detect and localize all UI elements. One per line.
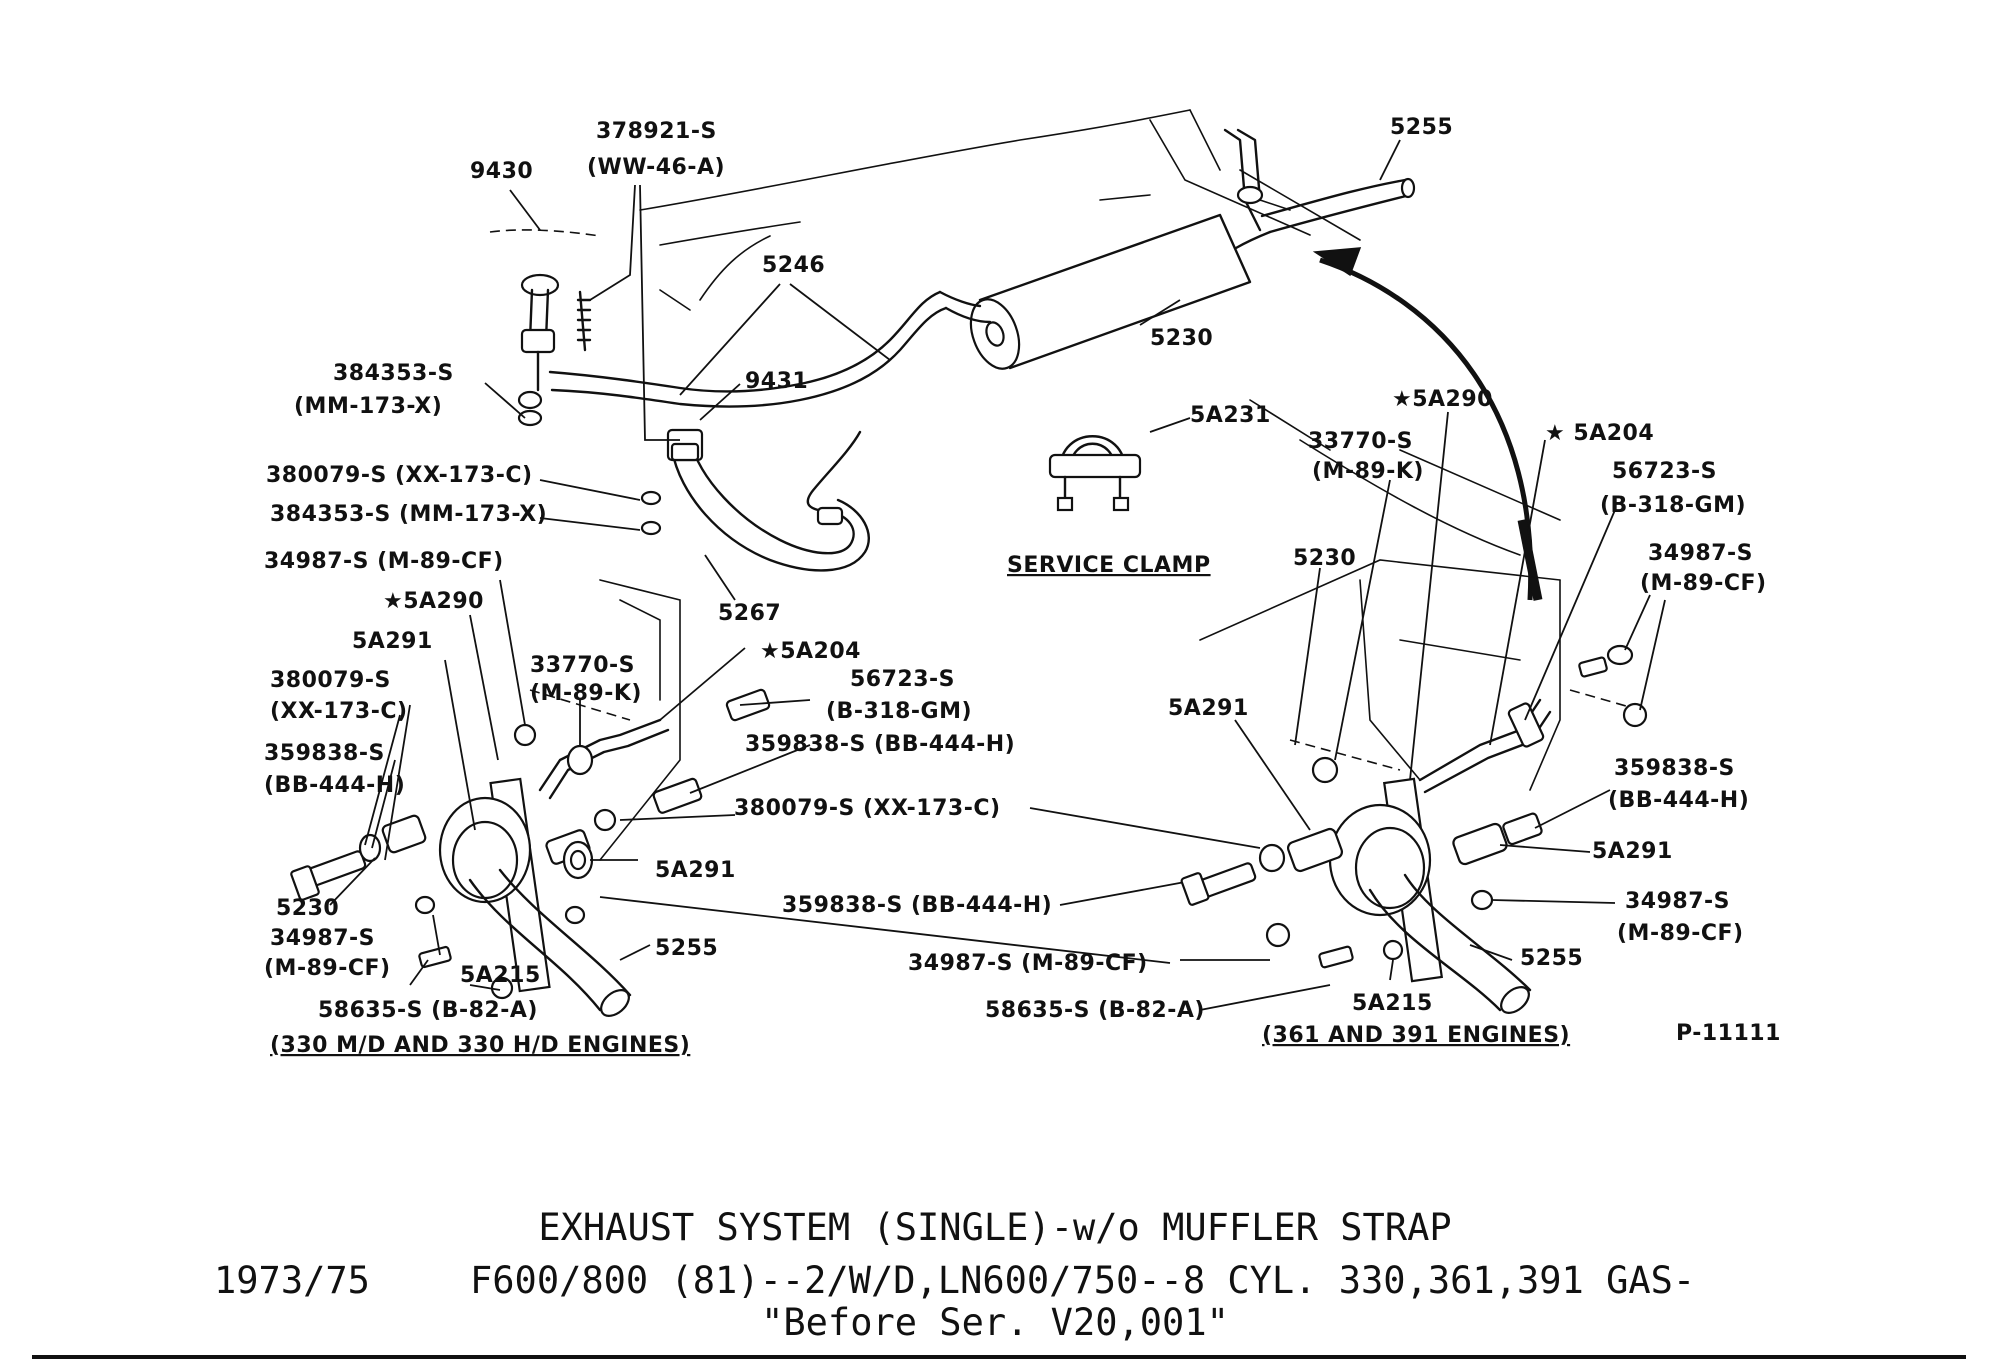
label-384353-s-b: 384353-S (MM-173-X)	[270, 502, 547, 527]
label-b-318-gm-right: (B-318-GM)	[1600, 493, 1746, 518]
label-5230-top: 5230	[1150, 326, 1213, 351]
caption-year: 1973/75	[214, 1259, 370, 1302]
labels: 9430 378921-S (WW-46-A) 5255 5246 5230 9…	[264, 115, 1781, 1058]
label-5230-left: 5230	[276, 896, 339, 921]
label-5a204-left: ★5A204	[760, 639, 861, 664]
left-assembly	[290, 579, 811, 1017]
leaders-right	[1234, 411, 1666, 981]
caption-line-3: "Before Ser. V20,001"	[761, 1301, 1229, 1344]
label-5267: 5267	[718, 601, 781, 626]
label-359838-s-right: 359838-S	[1614, 756, 1735, 781]
label-380079-s-left: 380079-S	[270, 668, 391, 693]
relation-arrow	[1312, 247, 1543, 601]
label-34987-s-right-b: 34987-S	[1625, 889, 1730, 914]
label-5a215-right: 5A215	[1352, 991, 1433, 1016]
label-5255-top: 5255	[1390, 115, 1453, 140]
label-9431: 9431	[745, 369, 808, 394]
label-m-89-cf-left: (M-89-CF)	[264, 956, 391, 981]
label-service-clamp: SERVICE CLAMP	[1007, 553, 1211, 578]
label-9430: 9430	[470, 159, 533, 184]
label-engines-330: (330 M/D AND 330 H/D ENGINES)	[270, 1033, 690, 1058]
label-58635-s-mid: 58635-S (B-82-A)	[985, 998, 1205, 1023]
label-b-318-gm-left: (B-318-GM)	[826, 699, 972, 724]
label-380079-s-mid: 380079-S (XX-173-C)	[734, 796, 1001, 821]
hanger-top-right	[1223, 128, 1291, 232]
pipe-5255-top	[1268, 193, 1412, 234]
hanger-9430	[489, 229, 601, 427]
label-5a231: 5A231	[1190, 403, 1271, 428]
right-assembly	[1180, 411, 1666, 1014]
service-clamp-icon	[1048, 435, 1142, 512]
caption-line-2: F600/800 (81)--2/W/D,LN600/750--8 CYL. 3…	[470, 1259, 1695, 1302]
label-359838-s-bb-left: 359838-S (BB-444-H)	[745, 732, 1015, 757]
label-380079-s-top: 380079-S (XX-173-C)	[266, 463, 533, 488]
bolt-359838-left	[290, 814, 427, 901]
label-5a291-right-a: 5A291	[1168, 696, 1249, 721]
label-m-89-k-right: (M-89-K)	[1312, 459, 1424, 484]
caption: EXHAUST SYSTEM (SINGLE)-w/o MUFFLER STRA…	[214, 1206, 1695, 1344]
label-34987-s-left-b: 34987-S	[270, 926, 375, 951]
label-34987-s-mid: 34987-S (M-89-CF)	[908, 951, 1148, 976]
label-m-89-k-left: (M-89-K)	[530, 681, 642, 706]
label-5a290-left: ★5A290	[383, 589, 484, 614]
label-5a204-right: ★ 5A204	[1545, 421, 1654, 446]
label-5246: 5246	[762, 253, 825, 278]
label-mm-173-x-a: (MM-173-X)	[294, 394, 442, 419]
label-m-89-cf-right-b: (M-89-CF)	[1617, 921, 1744, 946]
label-xx-173-c-left: (XX-173-C)	[270, 699, 408, 724]
label-378921-s: 378921-S	[596, 119, 717, 144]
label-5a291-left-b: 5A291	[655, 858, 736, 883]
label-engines-361-391: (361 AND 391 ENGINES)	[1262, 1023, 1570, 1048]
label-5a290-right: ★5A290	[1392, 387, 1493, 412]
label-5255-left: 5255	[655, 936, 718, 961]
pipe-5255-left	[468, 878, 602, 1012]
pipe-5267	[688, 430, 862, 555]
flange-9431	[666, 428, 704, 462]
label-5a291-left-a: 5A291	[352, 629, 433, 654]
tailpipe	[548, 290, 942, 393]
pipe-5255-right	[1368, 888, 1502, 1012]
label-bb-444-h-right: (BB-444-H)	[1608, 788, 1749, 813]
label-34987-s-right-a: 34987-S	[1648, 541, 1753, 566]
label-5a291-right-b: 5A291	[1592, 839, 1673, 864]
label-359838-s-left: 359838-S	[264, 741, 385, 766]
caption-line-1: EXHAUST SYSTEM (SINGLE)-w/o MUFFLER STRA…	[538, 1206, 1451, 1249]
label-33770-s-left: 33770-S	[530, 653, 635, 678]
label-33770-s-right: 33770-S	[1308, 429, 1413, 454]
label-359838-s-mid: 359838-S (BB-444-H)	[782, 893, 1052, 918]
label-p-11111: P-11111	[1676, 1021, 1781, 1046]
label-m-89-cf-right-a: (M-89-CF)	[1640, 571, 1767, 596]
label-5255-right: 5255	[1520, 946, 1583, 971]
label-58635-s-left: 58635-S (B-82-A)	[318, 998, 538, 1023]
muffler-top	[938, 213, 1272, 370]
label-56723-s-left: 56723-S	[850, 667, 955, 692]
label-384353-s-a: 384353-S	[333, 361, 454, 386]
top-assembly	[484, 109, 1561, 601]
label-5a215-left: 5A215	[460, 963, 541, 988]
frame-outline	[639, 109, 1561, 556]
label-56723-s-right: 56723-S	[1612, 459, 1717, 484]
leaders-mid	[599, 807, 1331, 1011]
leaders-left	[329, 579, 811, 991]
label-ww-46-a: (WW-46-A)	[587, 155, 725, 180]
leaders-top	[484, 139, 1401, 601]
label-34987-s-left-a: 34987-S (M-89-CF)	[264, 549, 504, 574]
label-bb-444-h-left: (BB-444-H)	[264, 773, 405, 798]
label-5230-right: 5230	[1293, 546, 1356, 571]
